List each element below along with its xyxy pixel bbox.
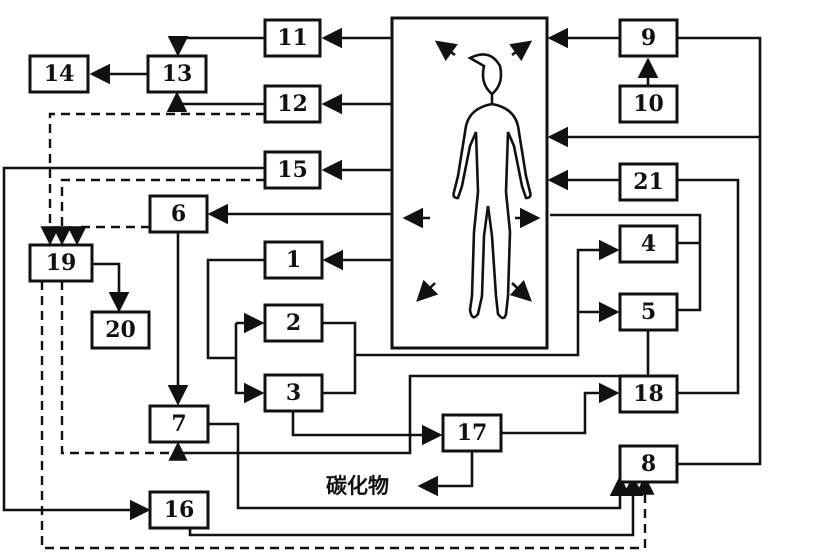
block-11-frame: [263, 18, 322, 58]
block-19: 19: [45, 250, 77, 276]
block-17: 17: [456, 420, 488, 446]
human-figure: [452, 53, 532, 320]
block-12-frame: [263, 84, 322, 124]
block-4-frame: [618, 224, 679, 264]
block-14-frame: [28, 54, 90, 94]
carbide-output-label: 碳化物: [326, 474, 389, 498]
block-17-frame: [441, 413, 503, 453]
block-10: 10: [633, 91, 664, 117]
block-1: 1: [285, 247, 302, 273]
block-7: 7: [171, 411, 187, 437]
block-7-frame: [148, 404, 210, 444]
block-13: 13: [161, 61, 193, 87]
block-16-frame: [148, 490, 210, 530]
block-10-frame: [618, 84, 679, 124]
block-21-frame: [618, 162, 679, 202]
block-1-frame: [263, 240, 324, 280]
block-5: 5: [640, 299, 657, 325]
body-chamber: [390, 16, 549, 350]
block-18: 18: [633, 381, 664, 407]
emission-arrows: [402, 40, 541, 302]
block-21: 21: [633, 169, 664, 195]
block-20: 20: [105, 317, 136, 343]
block-6-frame: [148, 194, 209, 234]
block-8: 8: [640, 451, 657, 477]
block-9-frame: [618, 18, 679, 58]
block-12: 12: [277, 91, 308, 117]
block-15: 15: [277, 157, 308, 183]
block-15-frame: [263, 150, 322, 190]
block-5-frame: [618, 292, 679, 332]
block-6: 6: [170, 201, 187, 227]
block-8-frame: [618, 444, 679, 484]
block-14: 14: [43, 61, 75, 87]
block-2-frame: [263, 303, 324, 343]
block-13-frame: [146, 54, 208, 94]
block-16: 16: [163, 497, 195, 523]
block-19-frame: [28, 243, 94, 283]
block-3-frame: [263, 373, 324, 413]
block-20-frame: [90, 310, 151, 350]
block-4: 4: [640, 231, 657, 257]
connections: [2, 27, 762, 550]
block-18-frame: [618, 374, 679, 414]
block-11: 11: [277, 25, 308, 51]
block-9: 9: [640, 25, 657, 51]
block-2: 2: [285, 310, 302, 336]
block-3: 3: [285, 380, 302, 406]
